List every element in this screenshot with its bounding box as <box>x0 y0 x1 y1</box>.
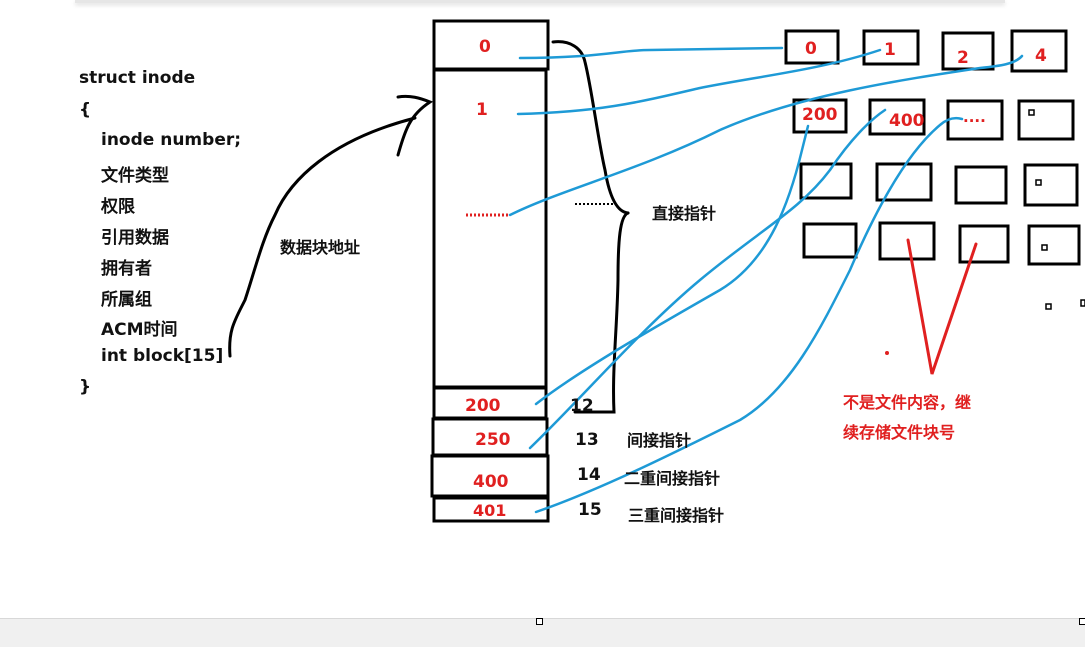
struct-line-8: ACM时间 <box>101 320 178 340</box>
block-r4-1 <box>878 221 936 261</box>
link-1 <box>516 48 882 116</box>
index-14: 14 <box>577 465 601 485</box>
inode-value-401: 401 <box>473 501 507 520</box>
double-indirect-label: 二重间接指针 <box>624 469 721 488</box>
inode-direct-region <box>432 68 548 389</box>
block-r1-0 <box>784 29 840 65</box>
link-401 <box>534 116 964 514</box>
inode-cell-0 <box>432 19 550 71</box>
block-r4-0 <box>802 222 858 259</box>
struct-line-7: 所属组 <box>101 290 152 310</box>
struct-line-3: 文件类型 <box>101 166 169 186</box>
inode-column <box>430 19 550 523</box>
red-v <box>906 238 978 375</box>
struct-line-9: int block[15] <box>101 346 224 366</box>
inode-value-1: 1 <box>476 100 488 120</box>
struct-line-4: 权限 <box>101 197 135 217</box>
red-note-line-2: 续存储文件块号 <box>843 423 956 442</box>
resize-handle-bottom[interactable] <box>536 618 543 625</box>
struct-line-10: } <box>79 377 92 397</box>
block-r2-1 <box>868 98 926 136</box>
block-value-0: 0 <box>805 39 817 59</box>
index-13: 13 <box>575 430 599 450</box>
struct-line-1: { <box>79 100 92 120</box>
direct-brace-top <box>551 40 630 215</box>
red-dot <box>885 351 889 355</box>
struct-line-6: 拥有者 <box>101 259 152 279</box>
struct-line-5: 引用数据 <box>101 228 169 248</box>
data-blocks <box>784 29 1081 266</box>
block-r1-1 <box>862 29 920 66</box>
data-block-arrow <box>228 116 417 358</box>
inode-value-250: 250 <box>475 430 511 450</box>
block-value-ellipsis: .... <box>963 108 986 126</box>
indirect-pointer-label: 间接指针 <box>627 431 692 450</box>
block-r2-0 <box>792 98 848 134</box>
block-markers <box>1028 109 1085 310</box>
direct-brace-bottom <box>573 211 630 414</box>
black-curves <box>228 40 630 414</box>
block-value-1: 1 <box>884 40 896 60</box>
block-r2-3 <box>1017 99 1075 141</box>
inode-value-400: 400 <box>473 472 509 492</box>
red-note-line-1: 不是文件内容，继 <box>843 393 972 412</box>
index-15: 15 <box>578 500 602 520</box>
link-250 <box>528 108 887 450</box>
inode-cell-14 <box>430 454 550 498</box>
struct-line-2: inode number; <box>101 130 242 150</box>
blue-connectors <box>508 46 1024 514</box>
struct-line-0: struct inode <box>79 68 196 88</box>
block-value-200: 200 <box>802 105 838 125</box>
block-value-400: 400 <box>889 111 925 131</box>
block-r3-2 <box>954 165 1008 205</box>
link-0 <box>518 46 784 60</box>
triple-indirect-label: 三重间接指针 <box>628 506 725 525</box>
block-value-4: 4 <box>1035 46 1047 66</box>
block-r3-3 <box>1023 163 1079 207</box>
inode-value-0: 0 <box>479 37 491 57</box>
inode-cell-15 <box>432 496 550 523</box>
index-12: 12 <box>570 396 594 416</box>
block-value-2: 2 <box>957 48 969 68</box>
block-r1-3 <box>1010 29 1068 73</box>
data-block-address-label: 数据块地址 <box>280 238 361 257</box>
top-toolbar-edge <box>75 0 1005 3</box>
link-200 <box>534 124 810 406</box>
red-note: 不是文件内容，继 续存储文件块号 <box>843 388 971 448</box>
inode-value-200: 200 <box>465 396 501 416</box>
link-dots <box>508 54 1024 217</box>
block-r3-1 <box>875 162 933 202</box>
red-v-arrow <box>906 238 978 375</box>
block-r4-3 <box>1027 224 1081 266</box>
resize-handle-corner[interactable] <box>1079 618 1085 625</box>
arrowhead <box>396 94 434 157</box>
block-r3-0 <box>799 162 853 200</box>
direct-pointer-label: 直接指针 <box>652 204 717 223</box>
block-r4-2 <box>958 224 1010 264</box>
